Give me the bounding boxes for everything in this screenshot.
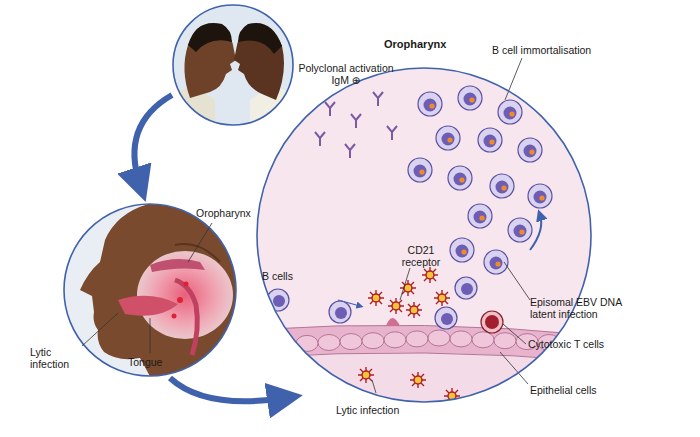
region-heading: Oropharynx bbox=[384, 38, 446, 50]
part-label: Lytic infection bbox=[30, 346, 90, 370]
part-label: Oropharynx bbox=[196, 207, 251, 219]
callout-label: Cytotoxic T cells bbox=[528, 338, 604, 350]
callout-label: B cell immortalisation bbox=[492, 44, 591, 56]
callout-label: Episomal EBV DNA latent infection bbox=[530, 296, 650, 320]
callout-label: Lytic infection bbox=[336, 404, 399, 416]
callout-label: CD21 receptor bbox=[392, 244, 450, 268]
zoom-circle: Oropharynx bbox=[254, 36, 594, 408]
callout-label: Polyclonal activation IgM ⊕ bbox=[296, 62, 396, 86]
callout-label: Epithelial cells bbox=[530, 384, 597, 396]
callout-label: B cells bbox=[262, 270, 293, 282]
circle-outline bbox=[254, 36, 594, 408]
part-label: Tongue bbox=[128, 356, 162, 368]
